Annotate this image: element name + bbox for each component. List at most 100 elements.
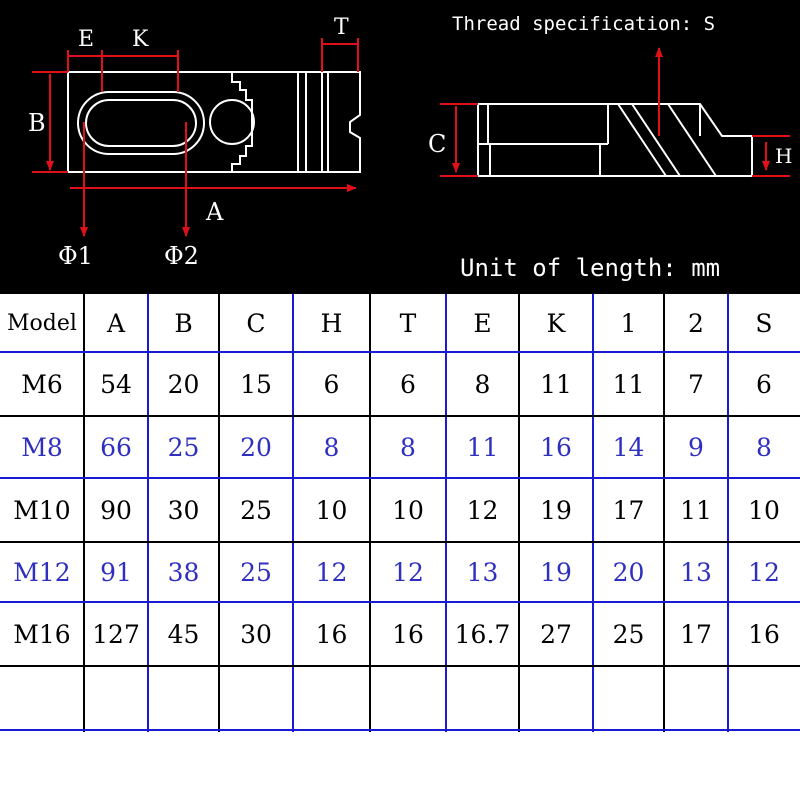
table-header-cell: 1 xyxy=(620,308,637,338)
side-view-dimensions xyxy=(440,47,790,177)
table-cell xyxy=(370,666,446,730)
table-cell: 27 xyxy=(540,619,572,649)
table-cell xyxy=(148,666,219,730)
table-column-divider xyxy=(663,294,665,732)
table-cell: 13 xyxy=(466,557,499,587)
table-cell: 127 xyxy=(92,619,140,649)
table-cell: 12 xyxy=(466,495,499,525)
table-row-divider xyxy=(0,415,800,417)
table-cell: 20 xyxy=(612,557,645,587)
table-cell: 16 xyxy=(540,432,572,462)
table-cell: 11 xyxy=(540,369,572,399)
table-cell xyxy=(446,666,519,730)
table-cell: 10 xyxy=(392,495,424,525)
table-cell: M6 xyxy=(21,369,63,399)
table-cell: 8 xyxy=(400,432,416,462)
table-cell: 16 xyxy=(748,619,780,649)
table-cell: 9 xyxy=(688,432,704,462)
table-cell xyxy=(664,666,728,730)
table-cell: 10 xyxy=(748,495,780,525)
dimension-diagram: E K T B A Φ1 Φ2 C H xyxy=(0,0,800,294)
table-cell xyxy=(0,666,84,730)
table-column-divider xyxy=(445,294,447,732)
table-cell: 12 xyxy=(748,557,780,587)
table-cell: 25 xyxy=(240,557,272,587)
label-k: K xyxy=(132,27,149,52)
top-view-drawing xyxy=(67,71,361,173)
table-row-divider xyxy=(0,729,800,731)
table-cell: 66 xyxy=(100,432,132,462)
table-cell: 8 xyxy=(323,432,340,462)
table-cell: 54 xyxy=(100,369,132,399)
table-cell: 90 xyxy=(100,495,132,525)
label-t: T xyxy=(334,15,349,40)
table-column-divider xyxy=(727,294,729,732)
table-cell: 20 xyxy=(240,432,272,462)
table-cell: 6 xyxy=(756,369,772,399)
table-header-cell: S xyxy=(755,308,773,338)
table-header-cell: H xyxy=(320,308,343,338)
table-cell xyxy=(293,666,370,730)
table-cell: 38 xyxy=(167,557,200,587)
label-h: H xyxy=(775,144,792,168)
table-cell: M8 xyxy=(21,432,63,462)
table-header-cell: K xyxy=(546,308,566,338)
table-header-cell: B xyxy=(174,308,193,338)
table-row-divider xyxy=(0,601,800,603)
table-column-divider xyxy=(518,294,520,732)
unit-label: Unit of length: mm xyxy=(460,254,720,282)
table-cell: 25 xyxy=(612,619,645,649)
table-cell: 15 xyxy=(240,369,272,399)
table-header-cell: 2 xyxy=(688,308,704,338)
table-cell: 20 xyxy=(167,369,200,399)
table-cell: 7 xyxy=(688,369,704,399)
table-cell: M10 xyxy=(13,495,71,525)
table-cell: 17 xyxy=(680,619,712,649)
table-header-cell: Model xyxy=(7,310,77,336)
table-cell: 30 xyxy=(167,495,200,525)
top-view-dimensions xyxy=(32,38,359,237)
label-b: B xyxy=(28,109,46,137)
table-column-divider xyxy=(147,294,149,732)
table-cell: 8 xyxy=(474,369,491,399)
table-cell: 16 xyxy=(315,619,348,649)
thread-spec-label: Thread specification: S xyxy=(452,13,715,35)
table-cell xyxy=(728,666,800,730)
table-row-divider xyxy=(0,541,800,543)
table-cell: 12 xyxy=(315,557,348,587)
table-cell: 10 xyxy=(315,495,348,525)
table-cell: 25 xyxy=(167,432,200,462)
table-header-cell: A xyxy=(106,308,126,338)
table-column-divider xyxy=(218,294,220,732)
table-header-cell: E xyxy=(473,308,492,338)
table-column-divider xyxy=(292,294,294,732)
table-cell xyxy=(84,666,148,730)
label-c: C xyxy=(428,130,446,158)
table-cell: 8 xyxy=(756,432,772,462)
side-view-drawing xyxy=(477,103,753,177)
table-cell: 17 xyxy=(612,495,645,525)
table-cell xyxy=(219,666,293,730)
label-a: A xyxy=(205,198,224,226)
table-cell xyxy=(593,666,664,730)
table-cell: M12 xyxy=(13,557,71,587)
table-cell: 11 xyxy=(612,369,645,399)
diagram-svg: E K T B A Φ1 Φ2 C H xyxy=(28,13,792,282)
table-cell: 16.7 xyxy=(454,619,511,649)
table-cell xyxy=(519,666,593,730)
table-cell: 13 xyxy=(680,557,712,587)
table-column-divider xyxy=(369,294,371,732)
table-header-cell: C xyxy=(246,308,266,338)
table-row-divider xyxy=(0,665,800,667)
label-phi1: Φ1 xyxy=(58,242,93,270)
table-cell: 11 xyxy=(466,432,499,462)
table-cell: 11 xyxy=(680,495,712,525)
table-cell: 6 xyxy=(400,369,416,399)
table-cell: 19 xyxy=(540,495,572,525)
table-cell: 30 xyxy=(240,619,272,649)
table-row-divider xyxy=(0,351,800,353)
table-cell: 6 xyxy=(323,369,340,399)
table-cell: 45 xyxy=(167,619,200,649)
table-header-cell: T xyxy=(399,308,417,338)
